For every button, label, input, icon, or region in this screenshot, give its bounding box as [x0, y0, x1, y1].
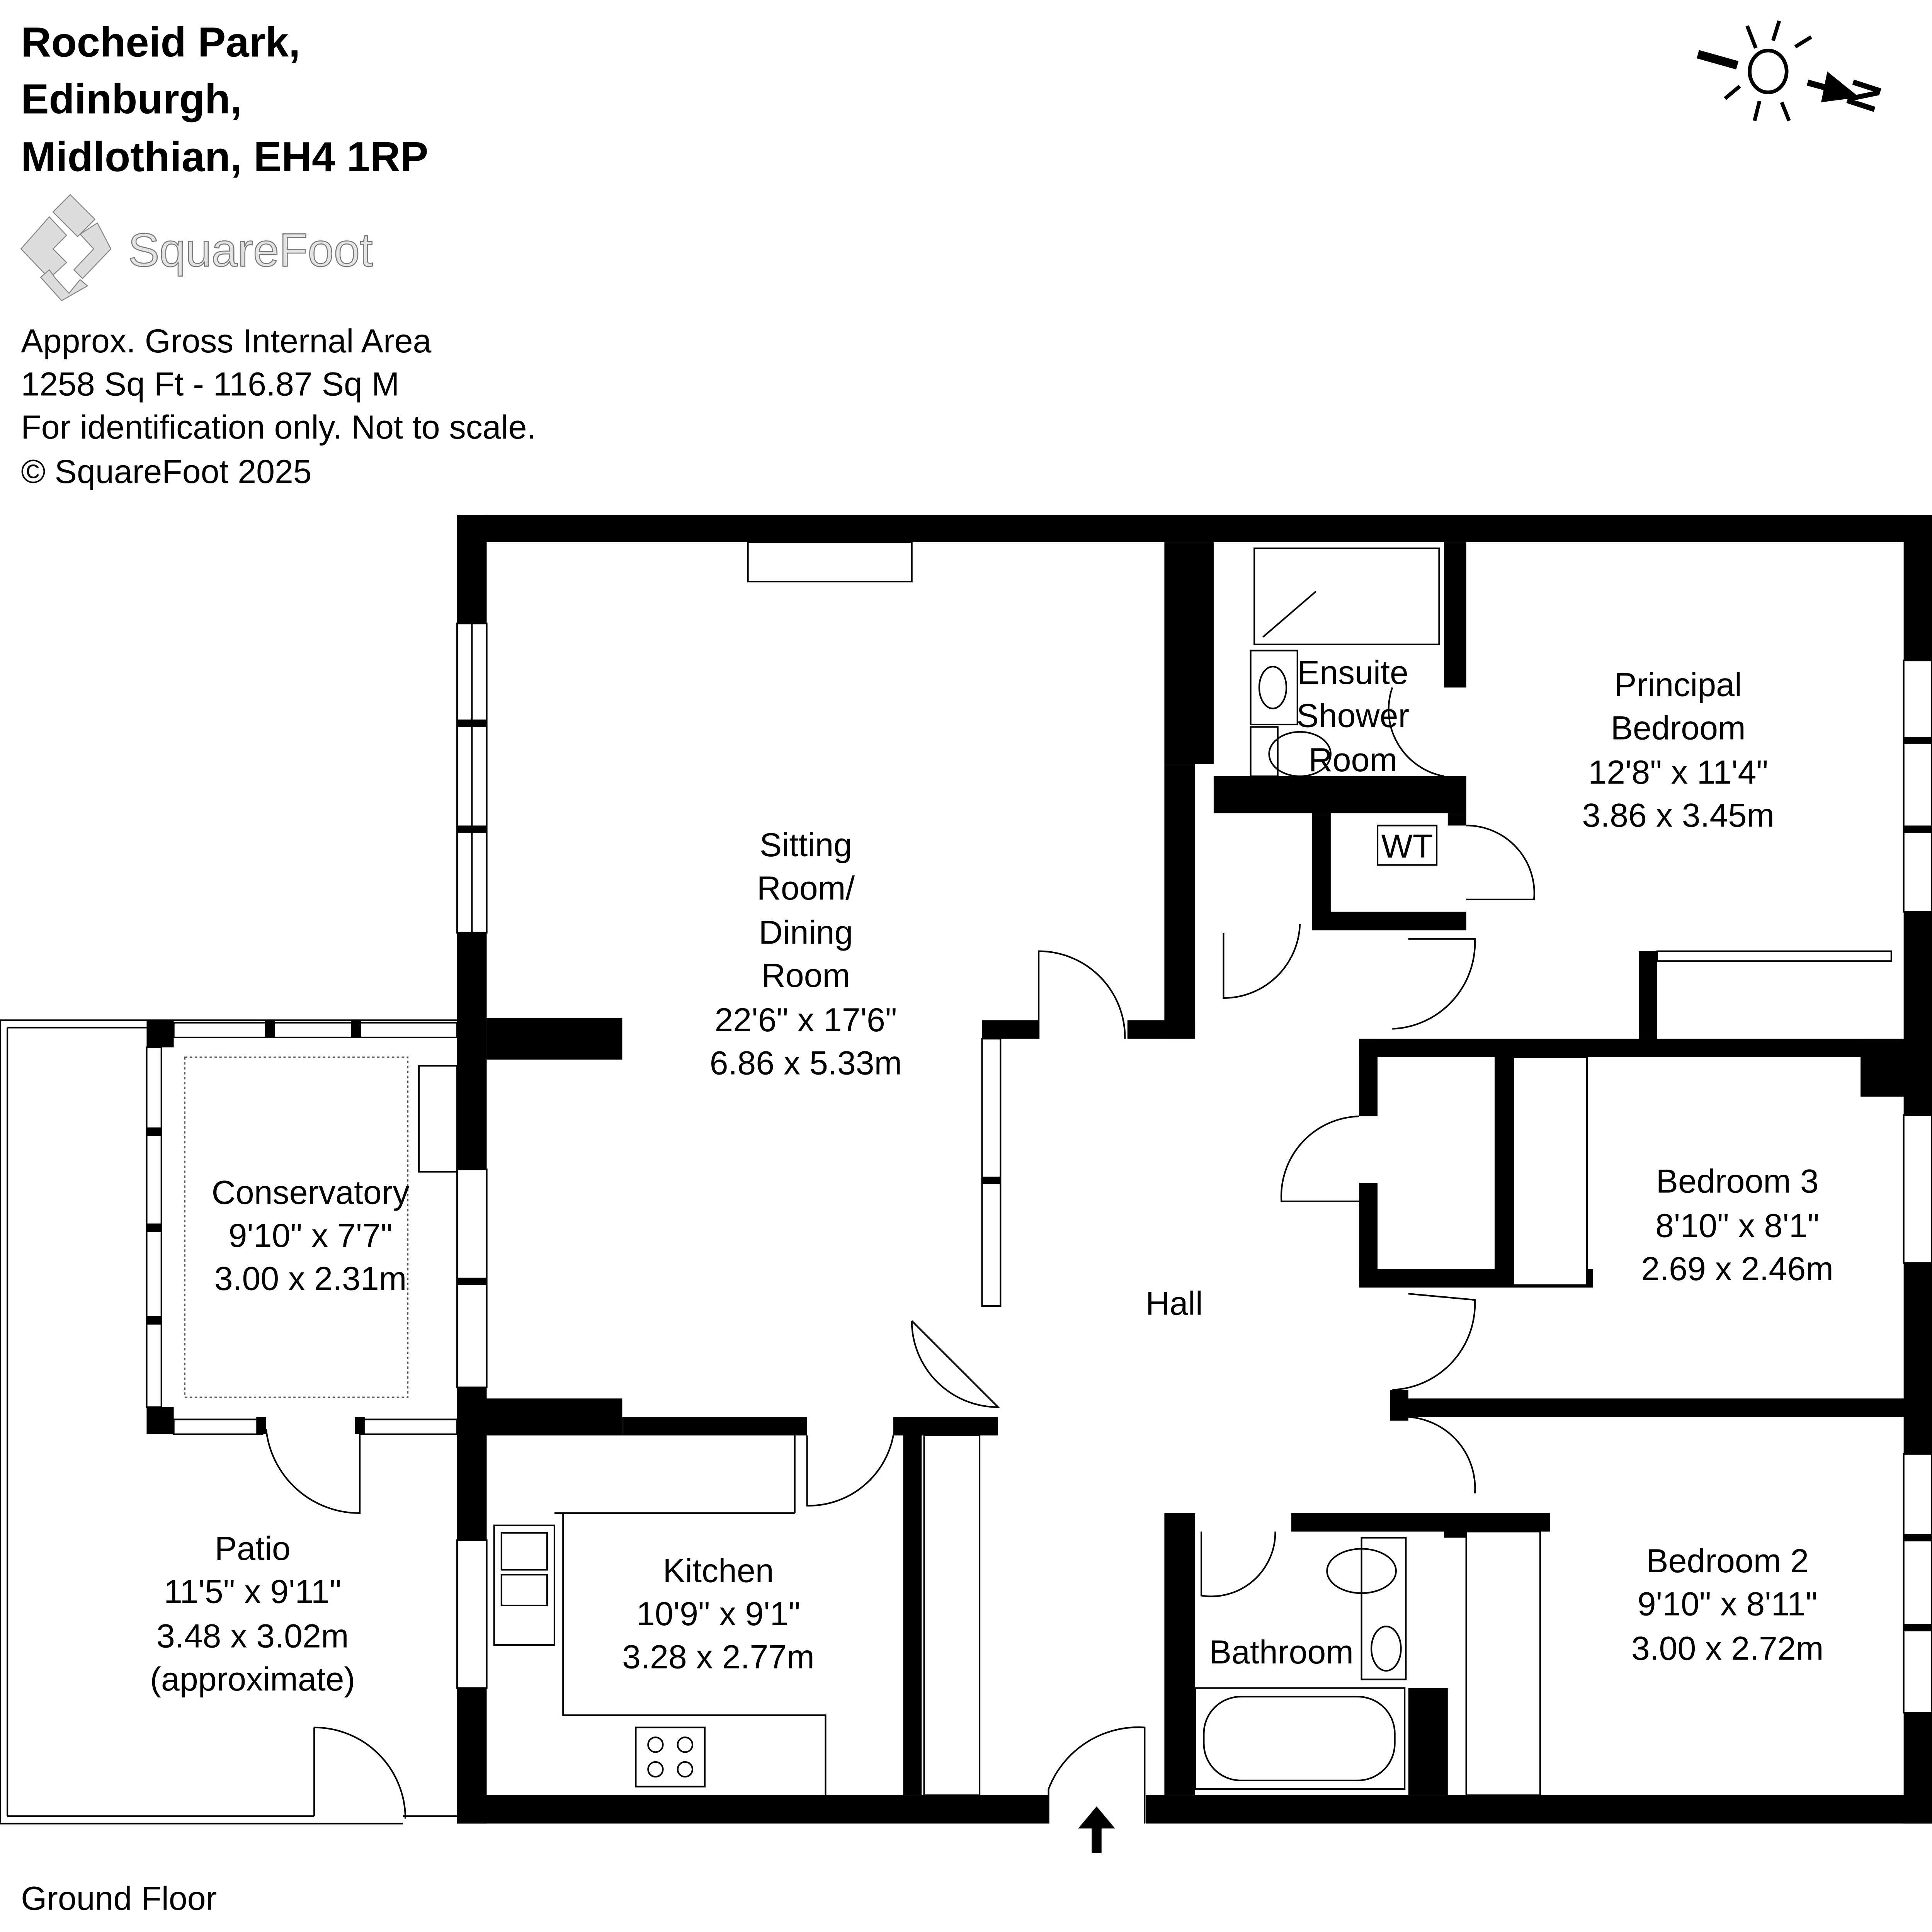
- conservatory-frame: [146, 1020, 458, 1514]
- room-dimensions-imperial: 8'10" x 8'1": [1655, 1208, 1819, 1245]
- room-name: Room/: [757, 870, 855, 907]
- room-dimensions-metric: 6.86 x 5.33m: [710, 1045, 902, 1082]
- info-copyright: © SquareFoot 2025: [21, 453, 312, 490]
- entrance-arrow-icon: [1078, 1806, 1115, 1853]
- room-dimensions-metric: 3.00 x 2.31m: [214, 1260, 407, 1298]
- room-kitchen: Kitchen 10'9" x 9'1" 3.28 x 2.77m: [622, 1552, 815, 1675]
- room-ensuite: Ensuite Shower Room: [1296, 654, 1409, 779]
- room-name: Patio: [215, 1530, 291, 1567]
- room-name: Bedroom: [1611, 709, 1745, 747]
- room-principal-bedroom: Principal Bedroom 12'8" x 11'4" 3.86 x 3…: [1582, 667, 1774, 834]
- room-dimensions-metric: 3.48 x 3.02m: [156, 1617, 349, 1655]
- logo-text: SquareFoot: [128, 224, 373, 276]
- room-conservatory: Conservatory 9'10" x 7'7" 3.00 x 2.31m: [212, 1174, 410, 1297]
- room-dimensions-metric: 2.69 x 2.46m: [1641, 1250, 1833, 1287]
- room-bedroom-3: Bedroom 3 8'10" x 8'1" 2.69 x 2.46m: [1641, 1163, 1833, 1287]
- address-line-3: Midlothian, EH4 1RP: [21, 133, 428, 180]
- room-dimensions-imperial: 11'5" x 9'11": [164, 1573, 341, 1611]
- room-dimensions-imperial: 10'9" x 9'1": [636, 1595, 800, 1633]
- room-sitting-dining: Sitting Room/ Dining Room 22'6" x 17'6" …: [710, 827, 902, 1082]
- room-name: Conservatory: [212, 1174, 410, 1211]
- floor-label: Ground Floor: [21, 1880, 217, 1917]
- room-name: Kitchen: [663, 1552, 774, 1589]
- room-note: (approximate): [150, 1661, 355, 1698]
- room-dimensions-imperial: 9'10" x 8'11": [1638, 1585, 1818, 1622]
- room-bedroom-2: Bedroom 2 9'10" x 8'11" 3.00 x 2.72m: [1631, 1543, 1824, 1667]
- room-wt: WT: [1381, 828, 1433, 865]
- room-dimensions-metric: 3.86 x 3.45m: [1582, 797, 1774, 834]
- room-patio: Patio 11'5" x 9'11" 3.48 x 3.02m (approx…: [150, 1530, 355, 1698]
- room-name: Bedroom 3: [1656, 1163, 1819, 1200]
- room-bathroom: Bathroom: [1209, 1634, 1354, 1671]
- room-dimensions-imperial: 9'10" x 7'7": [228, 1217, 392, 1254]
- info-area-label: Approx. Gross Internal Area: [21, 323, 431, 360]
- windows: [456, 541, 1932, 1714]
- room-name: Dining: [759, 914, 853, 951]
- doors: [806, 687, 1588, 1824]
- room-dimensions-metric: 3.28 x 2.77m: [622, 1639, 815, 1676]
- room-name: Sitting: [760, 827, 852, 864]
- info-area-value: 1258 Sq Ft - 116.87 Sq M: [21, 366, 399, 403]
- room-hall: Hall: [1146, 1285, 1203, 1322]
- fixtures: [493, 547, 1440, 1796]
- address-line-2: Edinburgh,: [21, 75, 242, 122]
- walls: [457, 515, 1932, 1824]
- room-name: Ensuite: [1298, 654, 1408, 691]
- room-dimensions-imperial: 22'6" x 17'6": [714, 1002, 897, 1039]
- room-name: Room: [1308, 742, 1397, 779]
- squarefoot-logo-icon: SquareFoot: [20, 194, 373, 301]
- room-name: Room: [762, 957, 850, 994]
- compass-north-label: N: [1837, 74, 1891, 117]
- info-disclaimer: For identification only. Not to scale.: [21, 409, 536, 446]
- sun-north-arrow-icon: [1697, 20, 1859, 122]
- room-dimensions-imperial: 12'8" x 11'4": [1588, 754, 1768, 791]
- room-name: Shower: [1296, 697, 1409, 734]
- room-name: Principal: [1614, 667, 1742, 704]
- room-name: Bedroom 2: [1646, 1543, 1809, 1580]
- address-line-1: Rocheid Park,: [21, 19, 300, 66]
- room-dimensions-metric: 3.00 x 2.72m: [1631, 1630, 1824, 1667]
